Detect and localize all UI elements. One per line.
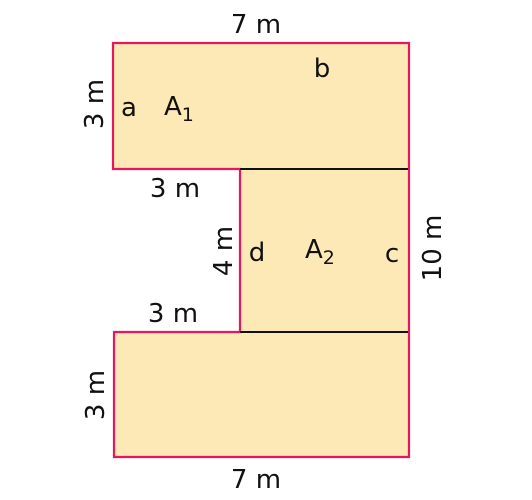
label-c: c bbox=[385, 239, 399, 269]
dim-left-bottom: 3 m bbox=[81, 370, 111, 420]
dim-right: 10 m bbox=[418, 215, 448, 282]
dim-inner-bottom: 3 m bbox=[148, 299, 198, 329]
label-a: a bbox=[121, 93, 137, 123]
dim-inner-side: 4 m bbox=[209, 226, 239, 276]
area-label-2-main: A bbox=[305, 235, 323, 265]
area-label-2-sub: 2 bbox=[323, 247, 335, 269]
label-b: b bbox=[314, 54, 331, 84]
shape-outline bbox=[111, 41, 411, 459]
dim-top: 7 m bbox=[231, 10, 281, 40]
dim-inner-top: 3 m bbox=[150, 174, 200, 204]
label-d: d bbox=[249, 238, 266, 268]
area-label-1: A1 bbox=[164, 92, 194, 126]
area-label-1-main: A bbox=[164, 92, 182, 122]
area-label-1-sub: 1 bbox=[182, 104, 194, 126]
dim-bottom: 7 m bbox=[231, 465, 281, 495]
dim-left-top: 3 m bbox=[80, 79, 110, 129]
area-label-2: A2 bbox=[305, 235, 335, 269]
